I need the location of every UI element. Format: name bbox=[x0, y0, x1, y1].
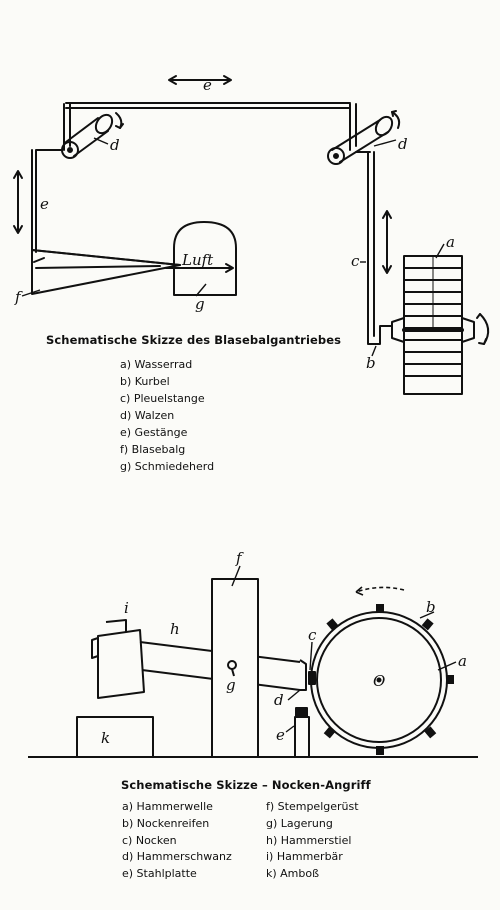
legend2-item-c: c) Nocken bbox=[122, 833, 177, 847]
vertical-arrow-e bbox=[13, 170, 23, 234]
legend2-item-b: b) Nockenreifen bbox=[122, 816, 210, 830]
cam-ring-cams bbox=[323, 604, 454, 755]
connecting-rod bbox=[367, 151, 375, 337]
rotation-arrow bbox=[355, 586, 405, 596]
label-d-right: d bbox=[398, 135, 408, 153]
bearing bbox=[227, 660, 237, 677]
legend2-item-k: k) Amboß bbox=[266, 867, 320, 881]
label-h: h bbox=[170, 620, 180, 638]
legend2-item-d: d) Hammerschwanz bbox=[122, 850, 232, 864]
water-wheel bbox=[391, 255, 490, 395]
label-e2: e bbox=[276, 726, 285, 744]
legend2-item-i: i) Hammerbär bbox=[266, 850, 343, 864]
label-o: O bbox=[373, 672, 385, 690]
anvil bbox=[76, 716, 154, 758]
bellows bbox=[31, 249, 181, 295]
legend2-item-g: g) Lagerung bbox=[266, 816, 333, 830]
linkage-rod-top bbox=[65, 102, 351, 109]
label-e-left: e bbox=[40, 195, 49, 213]
label-d2: d bbox=[274, 691, 284, 709]
legend-item-c: c) Pleuelstange bbox=[120, 392, 205, 405]
crank bbox=[367, 325, 393, 345]
diagram2-legend-right: f) Stempelgerüst g) Lagerung h) Hammerst… bbox=[266, 799, 359, 883]
horizontal-arrow-e bbox=[168, 75, 232, 85]
label-b: b bbox=[366, 354, 376, 372]
label-f: f bbox=[14, 288, 23, 306]
diagram1-legend: a) Wasserrad b) Kurbel c) Pleuelstange d… bbox=[120, 356, 214, 475]
legend2-item-e: e) Stahlplatte bbox=[122, 867, 197, 881]
right-hanger bbox=[349, 103, 357, 151]
right-roller bbox=[327, 110, 401, 165]
label-e-top: e bbox=[203, 76, 212, 94]
steel-plate bbox=[294, 707, 310, 758]
label-g: g bbox=[195, 295, 205, 313]
label-d-left: d bbox=[110, 136, 120, 154]
vertical-arrow-c bbox=[382, 210, 392, 274]
label-luft: Luft bbox=[181, 251, 214, 269]
diagram2-caption: Schematische Skizze – Nocken-Angriff bbox=[121, 778, 371, 792]
legend-item-e: e) Gestänge bbox=[120, 426, 188, 439]
legend2-item-h: h) Hammerstiel bbox=[266, 833, 352, 847]
hammer-tail bbox=[299, 659, 307, 691]
air-arrow bbox=[165, 263, 234, 273]
legend-item-b: b) Kurbel bbox=[120, 375, 170, 388]
diagram2-legend-left: a) Hammerwelle b) Nockenreifen c) Nocken… bbox=[122, 799, 232, 883]
label-b2: b bbox=[426, 598, 436, 616]
legend-item-d: d) Walzen bbox=[120, 409, 175, 422]
label-i: i bbox=[124, 599, 129, 617]
label-a2: a bbox=[458, 652, 467, 670]
label-c: c bbox=[351, 252, 360, 270]
diagram1-caption: Schematische Skizze des Blasebalgantrieb… bbox=[46, 333, 342, 347]
forge-hearth bbox=[173, 221, 237, 296]
hammer-head bbox=[91, 619, 145, 699]
left-arm bbox=[31, 149, 63, 253]
legend-item-g: g) Schmiedeherd bbox=[120, 460, 215, 473]
label-f2: f bbox=[235, 549, 244, 567]
legend2-item-a: a) Hammerwelle bbox=[122, 800, 213, 813]
label-a: a bbox=[446, 233, 455, 251]
legend2-item-f: f) Stempelgerüst bbox=[266, 800, 359, 813]
label-c2: c bbox=[308, 626, 317, 644]
legend-item-f: f) Blasebalg bbox=[120, 443, 186, 456]
legend-item-a: a) Wasserrad bbox=[120, 358, 193, 371]
label-k: k bbox=[101, 729, 110, 747]
label-g2: g bbox=[226, 676, 236, 694]
